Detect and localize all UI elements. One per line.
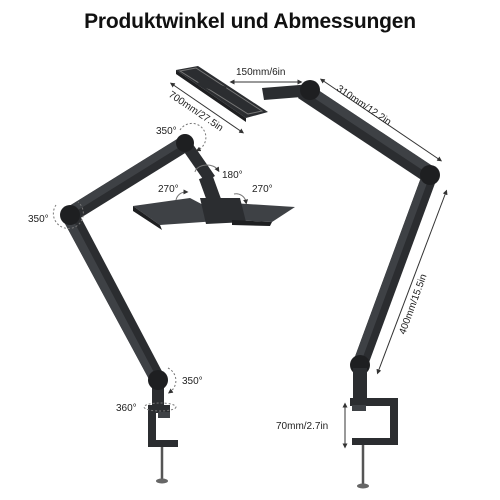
dimension-line-head-length bbox=[169, 82, 245, 134]
left-lamp: 350° 350° 180° 270° 270° 350° 360° bbox=[28, 122, 295, 484]
left-base-joint bbox=[148, 370, 168, 390]
right-top-joint bbox=[300, 80, 320, 100]
angle-label-head-tilt: 180° bbox=[222, 170, 243, 181]
left-mid-joint bbox=[60, 205, 80, 225]
dimension-line-upper-arm bbox=[319, 78, 443, 162]
left-lamp-head bbox=[133, 198, 295, 230]
rotation-arc-head-right bbox=[233, 193, 249, 205]
rotation-arc-head-tilt bbox=[194, 164, 220, 173]
angle-label-left-joint: 350° bbox=[28, 214, 49, 225]
page-title: Produktwinkel und Abmessungen bbox=[84, 10, 416, 33]
right-base-post bbox=[353, 368, 367, 398]
rotation-arc-base-360 bbox=[143, 402, 177, 412]
angle-label-base-rotation: 360° bbox=[116, 403, 137, 414]
dim-label-clamp: 70mm/2.7in bbox=[276, 421, 328, 432]
dimension-line-lower-arm bbox=[376, 189, 448, 375]
rotation-arc-head-left bbox=[175, 189, 189, 201]
right-lamp: 150mm/6in 700mm/27.5in 310mm/12.2in 400m… bbox=[166, 66, 448, 489]
dim-label-lower-arm: 400mm/15.5in bbox=[397, 273, 429, 336]
right-elbow-joint bbox=[420, 165, 440, 185]
angle-label-head-left: 270° bbox=[158, 184, 179, 195]
left-head-neck bbox=[198, 174, 222, 204]
angle-label-base-joint: 350° bbox=[182, 376, 203, 387]
dim-label-head-width: 150mm/6in bbox=[236, 67, 285, 78]
left-top-joint bbox=[176, 134, 194, 152]
angle-label-head-right: 270° bbox=[252, 184, 273, 195]
rotation-arc-left bbox=[52, 201, 84, 229]
right-clamp bbox=[350, 398, 398, 489]
rotation-arc-base bbox=[167, 367, 177, 394]
left-base-post bbox=[152, 385, 164, 407]
left-clamp bbox=[148, 405, 178, 484]
angle-label-top-joint: 350° bbox=[156, 126, 177, 137]
dimension-lines bbox=[169, 78, 448, 449]
